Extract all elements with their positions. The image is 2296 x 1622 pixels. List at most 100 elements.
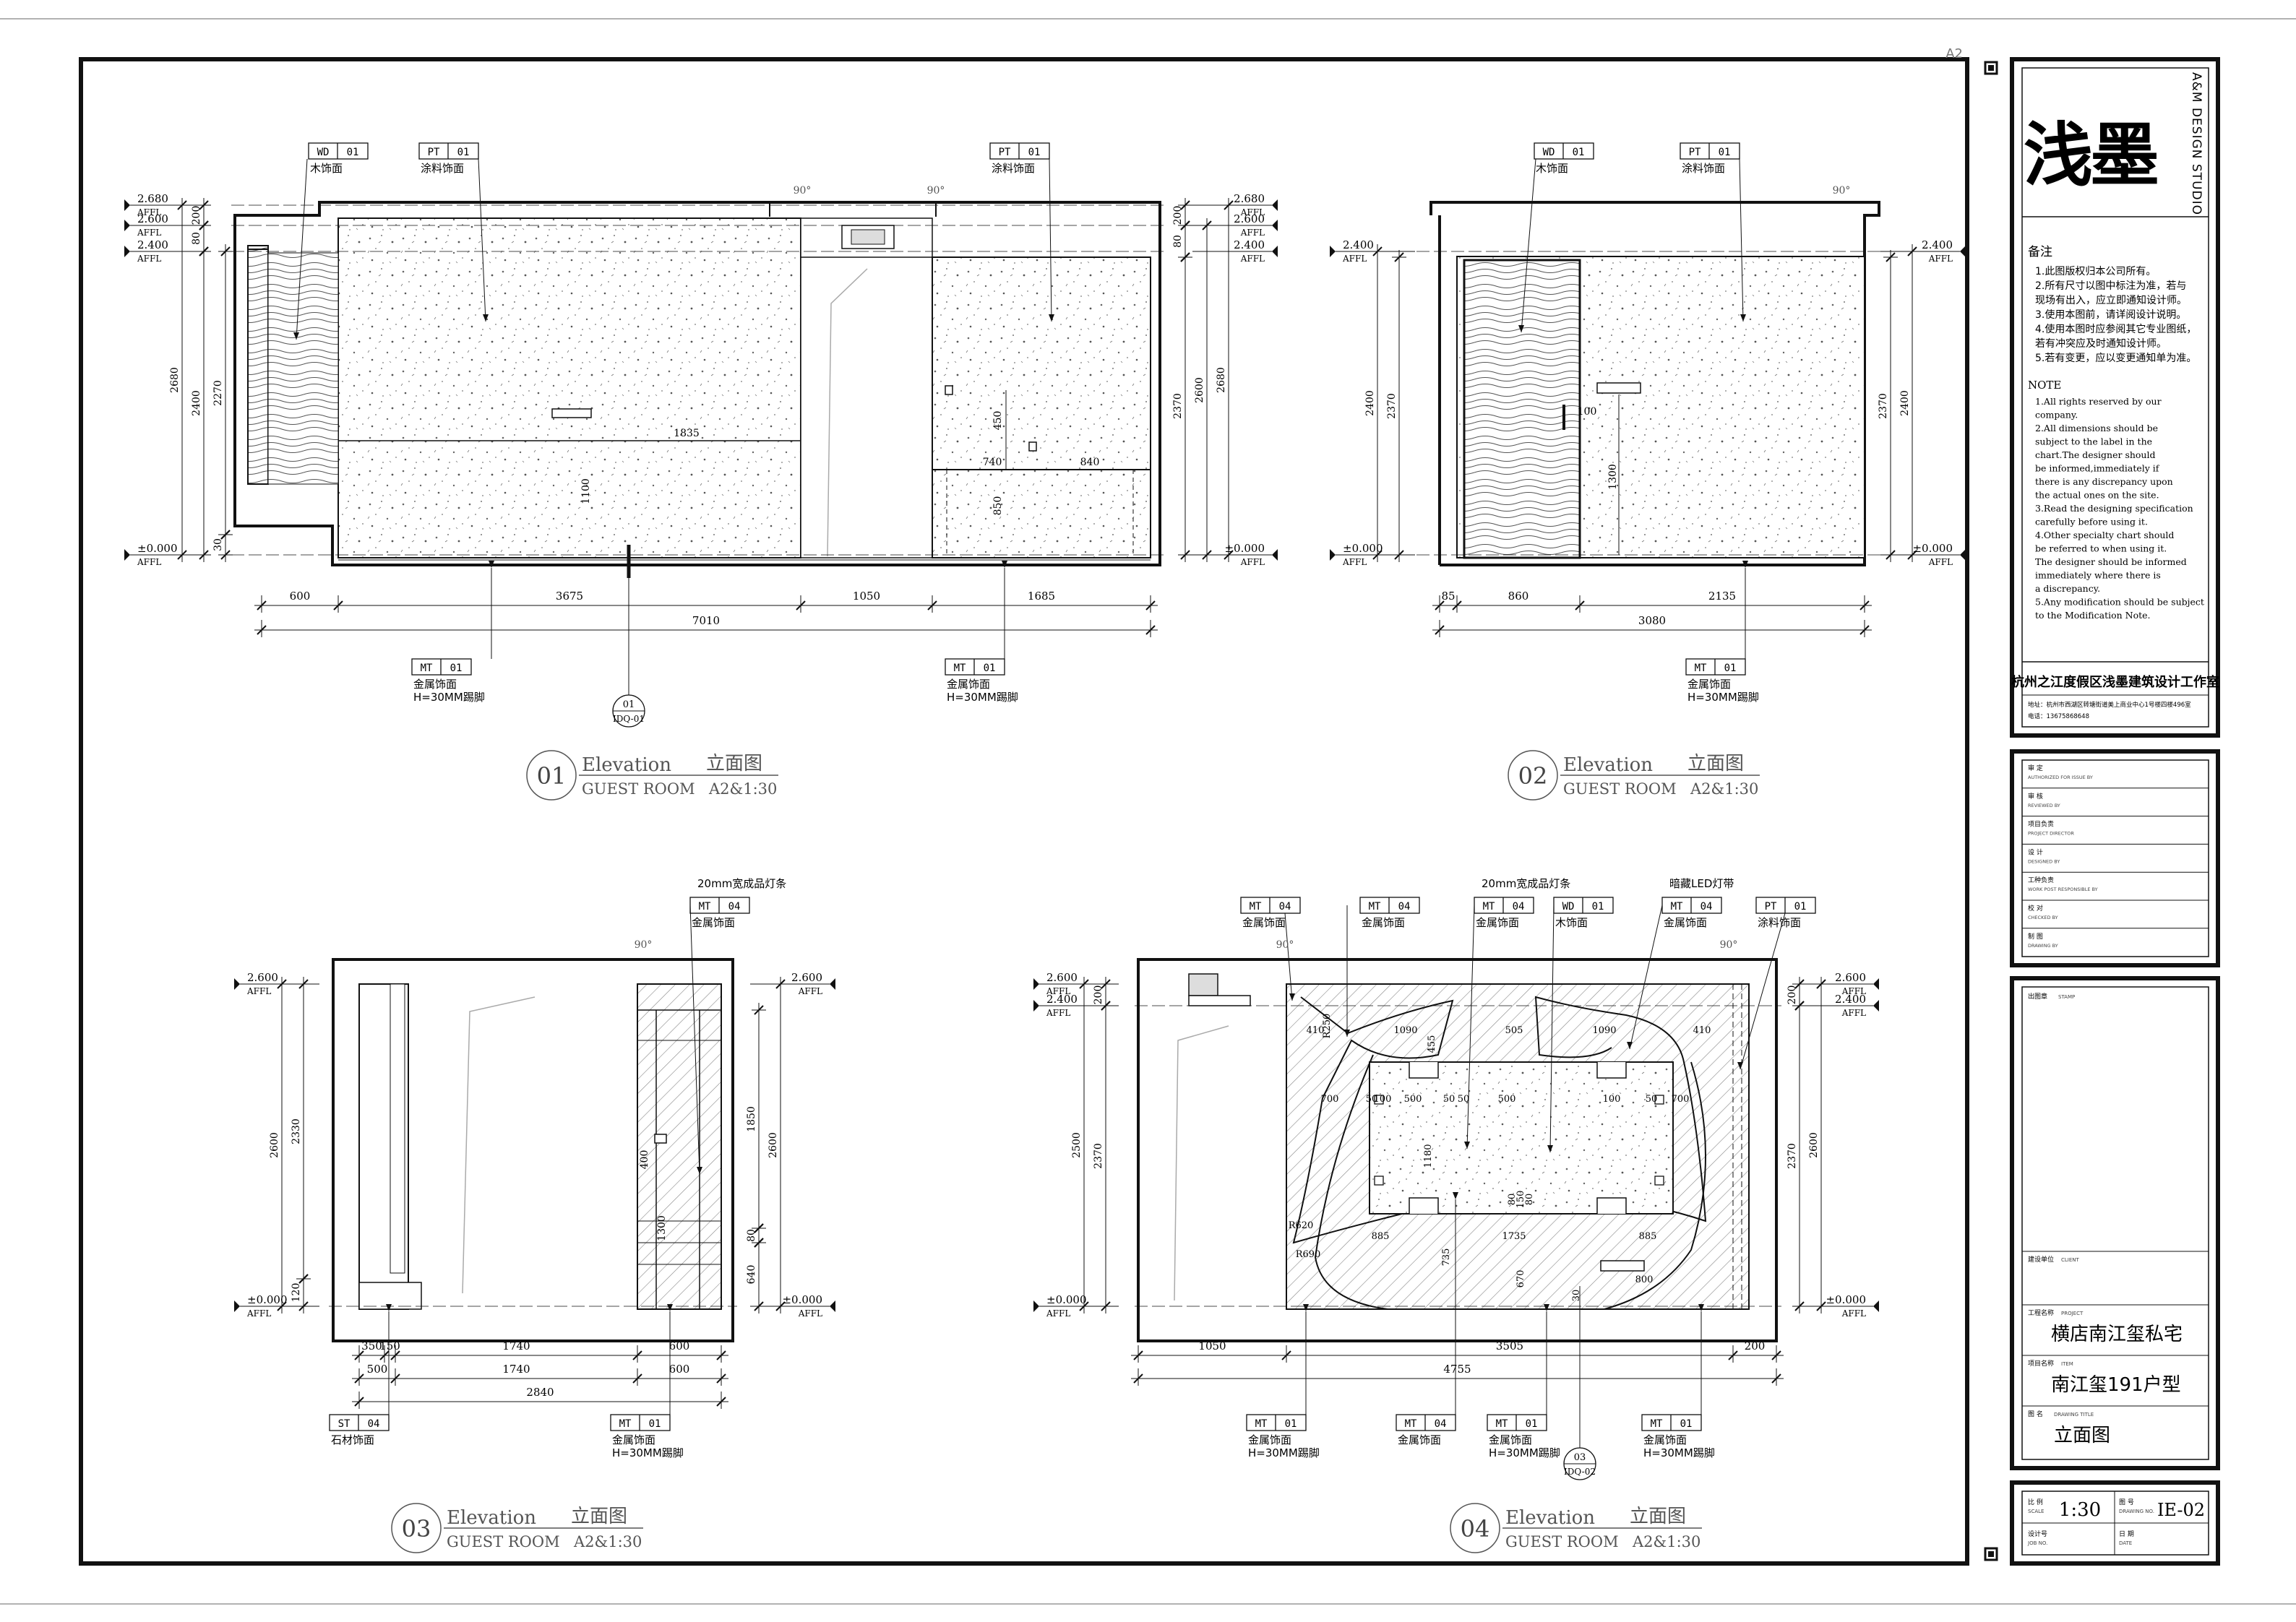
note-en-line: 2.All dimensions should be bbox=[2035, 423, 2158, 433]
tag-label: 木饰面 bbox=[1536, 162, 1568, 175]
tag-number: 04 bbox=[1279, 901, 1291, 913]
dimension-value: 2400 bbox=[1899, 390, 1911, 416]
level-unit: AFFL bbox=[1240, 207, 1265, 217]
approval-label-en: WORK POST RESPONSIBLE BY bbox=[2028, 887, 2098, 892]
tag-label-2: H=30MM踢脚 bbox=[612, 1446, 684, 1459]
dimension-value: 120 bbox=[291, 1283, 302, 1303]
dimension-value: 2500 bbox=[1071, 1132, 1083, 1158]
note-cn-line: 2.所有尺寸以图中标注为准，若与 bbox=[2035, 280, 2186, 292]
level-arrow bbox=[830, 1300, 835, 1312]
level-arrow bbox=[1330, 246, 1336, 257]
tag-leader bbox=[1740, 913, 1786, 1070]
tag-arrow bbox=[1698, 1304, 1704, 1311]
tag-code: MT bbox=[1496, 1418, 1508, 1430]
level-arrow bbox=[1272, 549, 1278, 561]
project-label: 工程名称 bbox=[2028, 1308, 2054, 1317]
project-value: 横店南江玺私宅 bbox=[2051, 1324, 2183, 1345]
notes-en-list: 1.All rights reserved by our company.2.A… bbox=[2035, 396, 2204, 621]
dimension-value: 1850 bbox=[746, 1106, 757, 1132]
caption-circle bbox=[1450, 1503, 1500, 1553]
dimension-value: 80 bbox=[191, 232, 202, 245]
tag-label: 涂料饰面 bbox=[1758, 916, 1801, 929]
note-en-line: the actual ones on the site. bbox=[2035, 490, 2159, 501]
approval-label-en: DESIGNED BY bbox=[2028, 858, 2060, 864]
level-value: ±0.000 bbox=[1912, 542, 1953, 555]
tag-number: 01 bbox=[457, 147, 470, 158]
dimension-value: 30 bbox=[1571, 1290, 1582, 1302]
tag-box bbox=[1487, 1414, 1547, 1431]
level-unit: AFFL bbox=[137, 228, 161, 238]
approval-label-en: REVIEWED BY bbox=[2028, 803, 2060, 808]
caption-title-cn: 立面图 bbox=[706, 753, 762, 775]
level-arrow bbox=[124, 199, 130, 211]
caption-title-cn: 立面图 bbox=[1630, 1506, 1686, 1527]
level-value: ±0.000 bbox=[1046, 1293, 1087, 1306]
tag-arrow bbox=[697, 1167, 702, 1174]
tag-box bbox=[610, 1414, 671, 1431]
tag-number: 01 bbox=[1573, 147, 1585, 158]
tag-number: 01 bbox=[1794, 901, 1807, 913]
caption-subtitle: GUEST ROOM bbox=[582, 780, 695, 798]
dimension-value: 1090 bbox=[1592, 1025, 1616, 1036]
tag-number: 01 bbox=[649, 1418, 661, 1430]
note-en-line: company. bbox=[2035, 410, 2078, 420]
level-value: 2.400 bbox=[1046, 993, 1078, 1006]
level-value: 2.400 bbox=[1343, 238, 1374, 251]
dimension-value: 410 bbox=[1307, 1025, 1325, 1036]
elevation-02 bbox=[1416, 201, 1893, 566]
tag-box bbox=[329, 1414, 390, 1431]
dimension-value: 150 bbox=[379, 1340, 400, 1353]
tag-arrow bbox=[1453, 1192, 1458, 1199]
tag-arrow bbox=[1737, 1062, 1743, 1069]
dimension-value: 800 bbox=[1635, 1274, 1654, 1285]
dimension-value: 100 bbox=[1603, 1094, 1621, 1105]
tag-code: MT bbox=[699, 901, 711, 913]
dimension-value: 500 bbox=[367, 1363, 388, 1376]
tag-number: 01 bbox=[1724, 663, 1737, 674]
tag-box bbox=[1680, 142, 1740, 160]
tag-label: 金属饰面 bbox=[692, 916, 735, 929]
angle-label: 90° bbox=[927, 185, 945, 197]
level-arrow bbox=[1330, 549, 1336, 561]
level-unit: AFFL bbox=[137, 207, 161, 217]
drawing-title-label-en: DRAWING TITLE bbox=[2054, 1412, 2094, 1418]
dimension-value: 2370 bbox=[1172, 393, 1184, 419]
tag-label: 金属饰面 bbox=[413, 678, 457, 691]
tag-number: 04 bbox=[1398, 901, 1411, 913]
dimension-value: 7010 bbox=[692, 614, 720, 627]
caption-scale: A2&1:30 bbox=[1632, 1533, 1700, 1550]
caption-title-en: Elevation bbox=[447, 1507, 536, 1529]
tag-arrow bbox=[1742, 561, 1748, 568]
tag-number: 01 bbox=[1719, 147, 1731, 158]
dimension-value: R250 bbox=[1322, 1014, 1333, 1039]
dimension-value: 1835 bbox=[674, 428, 700, 439]
caption-circle bbox=[526, 750, 577, 801]
tag-label-2: H=30MM踢脚 bbox=[947, 691, 1018, 704]
caption-number: 02 bbox=[1518, 762, 1548, 790]
tag-box bbox=[1246, 1414, 1307, 1431]
level-unit: AFFL bbox=[1240, 557, 1265, 567]
tag-number: 04 bbox=[1513, 901, 1525, 913]
dimension-value: 150 bbox=[1515, 1191, 1526, 1209]
caption-title-en: Elevation bbox=[1505, 1507, 1595, 1529]
level-unit: AFFL bbox=[798, 1308, 822, 1319]
tag-box bbox=[411, 658, 472, 676]
dimension-value: 2370 bbox=[1386, 393, 1398, 419]
dimension-value: 3080 bbox=[1638, 614, 1666, 627]
tag-code: MT bbox=[1255, 1418, 1268, 1430]
approval-label: 制 图 bbox=[2028, 932, 2043, 941]
level-arrow bbox=[234, 978, 240, 990]
dimension-value: 50 bbox=[1366, 1094, 1378, 1105]
dimension-value: 450 bbox=[992, 411, 1004, 431]
tag-number: 01 bbox=[347, 147, 359, 158]
tag-label-2: H=30MM踢脚 bbox=[1643, 1446, 1715, 1459]
